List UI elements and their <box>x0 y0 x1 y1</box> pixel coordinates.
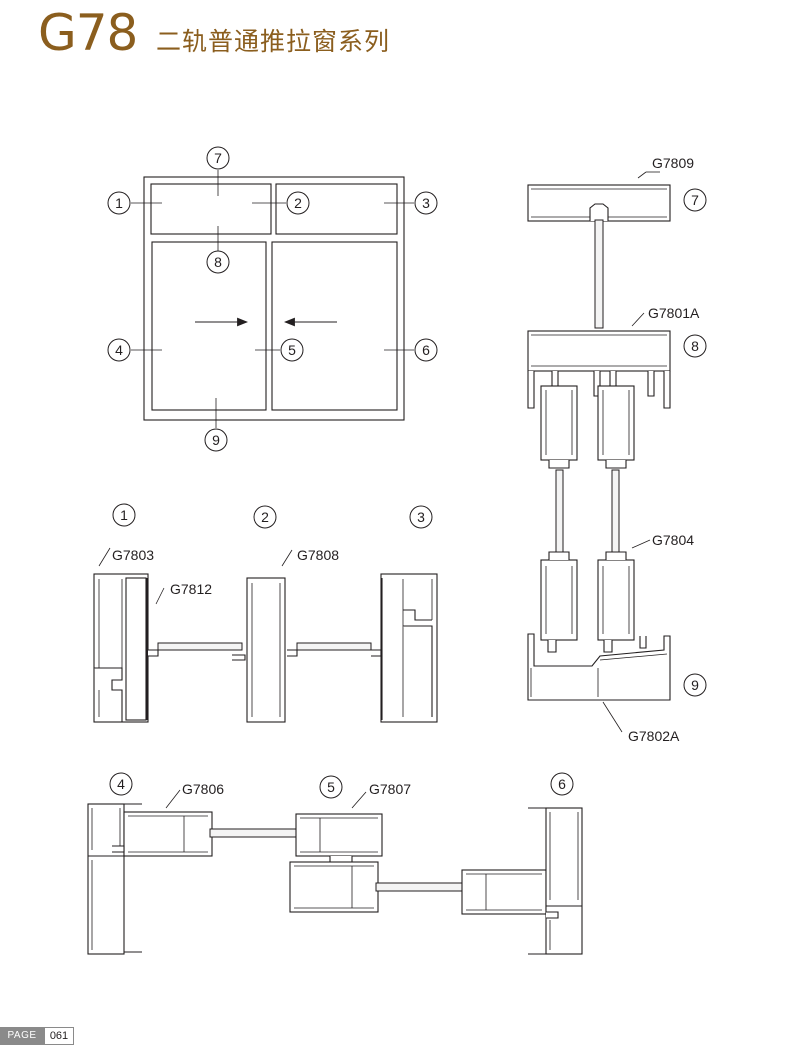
callout-5-section: 5 <box>319 775 343 799</box>
series-code: G78 <box>38 4 138 62</box>
callout-9-section-label: 9 <box>691 677 699 693</box>
callout-2-elev: 2 <box>286 191 310 215</box>
callout-6-section-label: 6 <box>558 776 566 792</box>
series-name: 二轨普通推拉窗系列 <box>156 27 391 56</box>
callout-1-elev-label: 1 <box>115 195 123 211</box>
callout-2-section: 2 <box>253 505 277 529</box>
callout-7-section-label: 7 <box>691 192 699 208</box>
section-4-5-6 <box>87 789 583 955</box>
callout-4-section: 4 <box>109 772 133 796</box>
callout-2-elev-label: 2 <box>294 195 302 211</box>
label-g7812: G7812 <box>170 581 212 597</box>
callout-3-section: 3 <box>409 505 433 529</box>
page-number: 061 <box>44 1027 74 1045</box>
callout-6-elev: 6 <box>414 338 438 362</box>
callout-9-elev-label: 9 <box>212 432 220 448</box>
callout-2-section-label: 2 <box>261 509 269 525</box>
vertical-section <box>527 171 671 733</box>
page-footer: PAGE 061 <box>0 1027 74 1045</box>
page-label: PAGE <box>0 1027 44 1045</box>
label-g7804: G7804 <box>652 532 694 548</box>
callout-8-section-label: 8 <box>691 338 699 354</box>
label-g7808: G7808 <box>297 547 339 563</box>
label-g7802a: G7802A <box>628 728 680 744</box>
callout-1-section: 1 <box>112 503 136 527</box>
callout-7-top-label: 7 <box>214 150 222 166</box>
callout-9-elev: 9 <box>204 428 228 452</box>
label-g7806: G7806 <box>182 781 224 797</box>
callout-8-section: 8 <box>683 334 707 358</box>
callout-3-section-label: 3 <box>417 509 425 525</box>
label-g7801a: G7801A <box>648 305 700 321</box>
callout-5-elev: 5 <box>280 338 304 362</box>
callout-1-section-label: 1 <box>120 507 128 523</box>
callout-3-elev: 3 <box>414 191 438 215</box>
callout-4-section-label: 4 <box>117 776 125 792</box>
callout-4-elev: 4 <box>107 338 131 362</box>
callout-1-elev: 1 <box>107 191 131 215</box>
label-g7803: G7803 <box>112 547 154 563</box>
window-elevation <box>131 170 414 428</box>
label-g7807: G7807 <box>369 781 411 797</box>
callout-9-section: 9 <box>683 673 707 697</box>
callout-8-elev-label: 8 <box>214 254 222 270</box>
callout-4-elev-label: 4 <box>115 342 123 358</box>
callout-7-top: 7 <box>206 146 230 170</box>
label-g7809: G7809 <box>652 155 694 171</box>
section-1-2-3 <box>93 547 438 723</box>
callout-6-section: 6 <box>550 772 574 796</box>
callout-7-section: 7 <box>683 188 707 212</box>
callout-6-elev-label: 6 <box>422 342 430 358</box>
callout-8-elev: 8 <box>206 250 230 274</box>
callout-5-elev-label: 5 <box>288 342 296 358</box>
callout-5-section-label: 5 <box>327 779 335 795</box>
callout-3-elev-label: 3 <box>422 195 430 211</box>
